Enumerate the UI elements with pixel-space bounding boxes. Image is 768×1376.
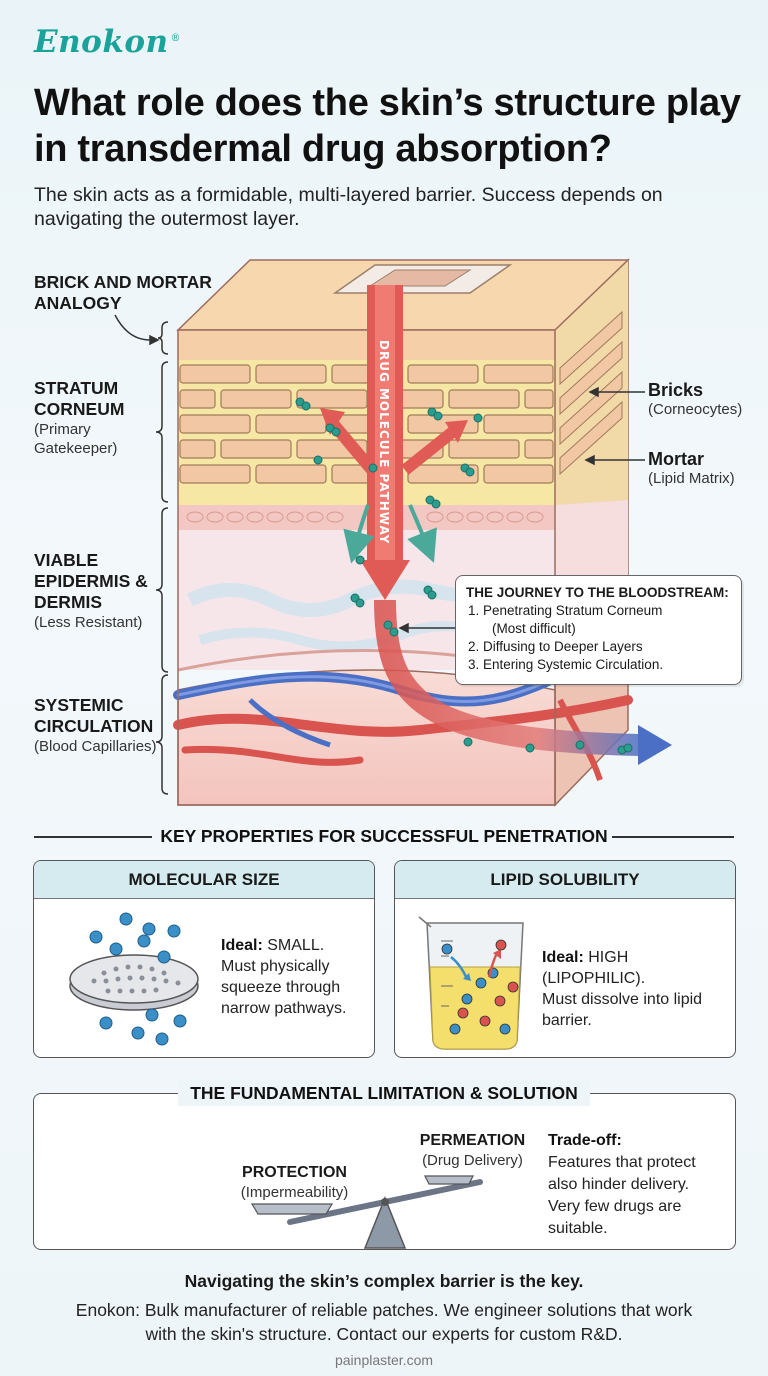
key-properties-heading: KEY PROPERTIES FOR SUCCESSFUL PENETRATIO… — [160, 826, 608, 846]
svg-text:DRUG MOLECULE PATHWAY: DRUG MOLECULE PATHWAY — [377, 340, 391, 544]
limitation-heading-bg — [178, 1080, 590, 1106]
footer-text: Enokon: Bulk manufacturer of reliable pa… — [75, 1300, 693, 1344]
label-brick-mortar: BRICK AND MORTAR ANALOGY — [34, 272, 212, 313]
divider-right — [612, 836, 734, 838]
site-url[interactable]: painplaster.com — [334, 1352, 434, 1368]
label-bricks: Bricks (Corneocytes) — [648, 380, 743, 418]
beaker-icon — [418, 916, 524, 1050]
page-subtitle: The skin acts as a formidable, multi-lay… — [34, 184, 663, 230]
lipid-solubility-text: Ideal: HIGH (LIPOPHILIC). Must dissolve … — [542, 949, 703, 1029]
label-stratum-corneum: STRATUM CORNEUM (Primary Gatekeeper) — [34, 378, 125, 457]
molecular-size-title: MOLECULAR SIZE — [34, 861, 374, 899]
label-mortar: Mortar (Lipid Matrix) — [648, 449, 735, 487]
label-systemic-circulation: SYSTEMIC CIRCULATION (Blood Capillaries) — [34, 695, 157, 755]
molecular-size-text: Ideal: SMALL. Must physically squeeze th… — [221, 937, 347, 1017]
tradeoff-text: Trade-off: Features that protect also hi… — [548, 1132, 696, 1237]
divider-left — [34, 836, 152, 838]
protection-label: PROTECTION (Impermeability) — [240, 1164, 349, 1201]
limitation-heading: THE FUNDAMENTAL LIMITATION & SOLUTION — [190, 1083, 578, 1103]
journey-callout: THE JOURNEY TO THE BLOODSTREAM: 1. Penet… — [455, 575, 742, 685]
page-title: What role does the skin’s structure play… — [34, 82, 741, 170]
lipid-solubility-card: LIPID SOLUBILITY Ideal: HIGH (LIPOPHILIC… — [394, 860, 736, 1058]
lipid-solubility-title: LIPID SOLUBILITY — [395, 861, 735, 899]
balance-scale-icon — [250, 1175, 483, 1249]
label-viable-epidermis: VIABLE EPIDERMIS & DERMIS (Less Resistan… — [34, 550, 148, 631]
brand-logo: Enokon® — [34, 24, 182, 60]
skin-cross-section-diagram: DRUG MOLECULE PATHWAY — [114, 258, 672, 807]
permeation-label: PERMEATION (Drug Delivery) — [419, 1132, 526, 1169]
sieve-icon — [69, 912, 199, 1046]
footer-headline: Navigating the skin’s complex barrier is… — [184, 1271, 584, 1291]
molecular-size-card: MOLECULAR SIZE Ideal: SMALL. Must physic… — [33, 860, 375, 1058]
